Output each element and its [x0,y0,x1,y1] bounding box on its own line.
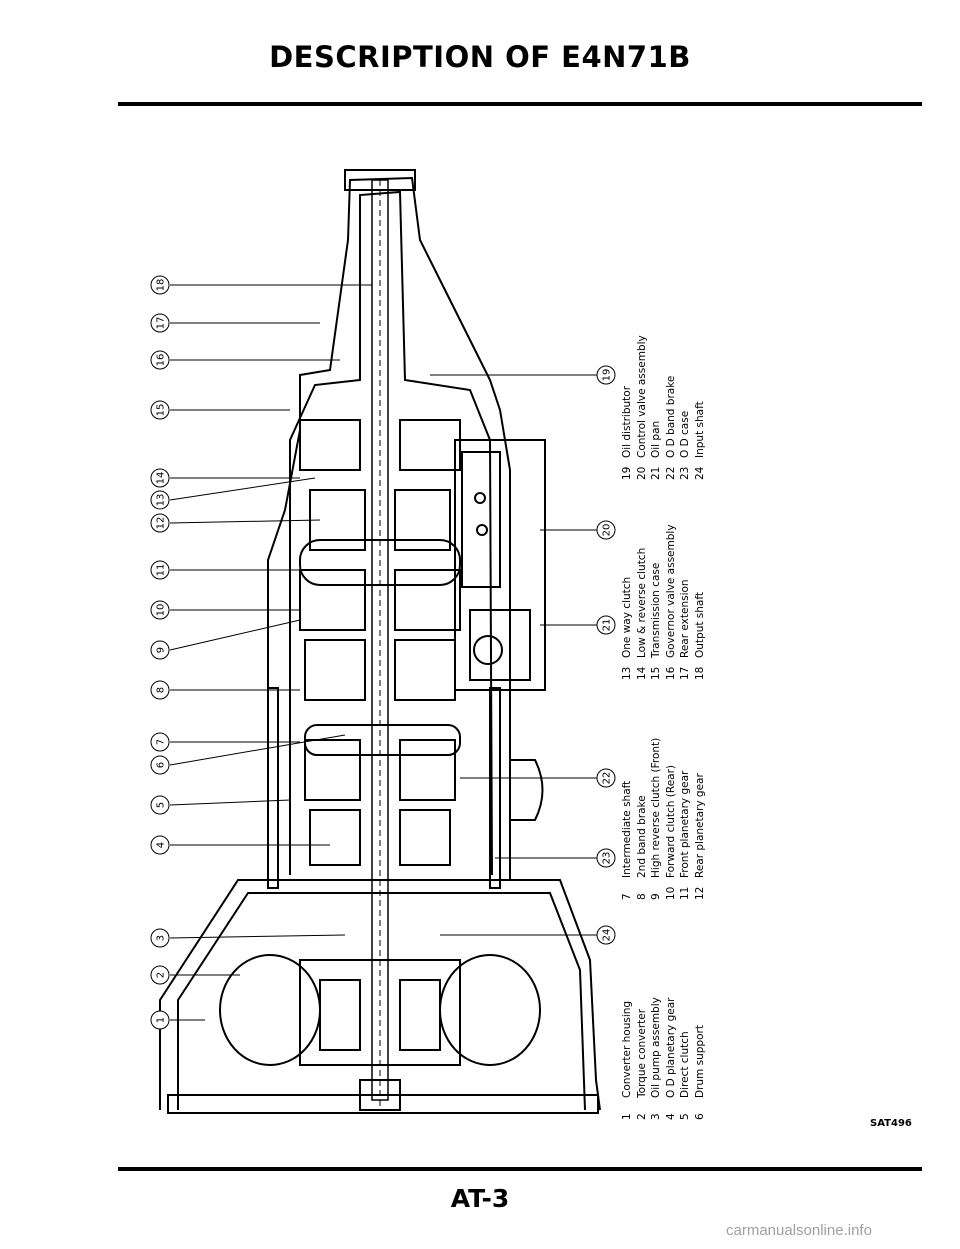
callout-12: 12 [156,517,167,530]
callout-7: 7 [156,739,167,745]
callout-21: 21 [602,619,613,632]
callout-20: 20 [602,524,613,537]
callout-24: 24 [602,929,613,942]
callout-circles-left [150,275,170,1030]
callout-23: 23 [602,852,613,865]
legend-item: 19Oil distributor [621,385,633,480]
callout-14: 14 [156,472,167,485]
legend-item: 23O D case [679,410,692,480]
legend-item: 15Transmission case [650,562,663,680]
callout-16: 16 [156,354,167,367]
header-rule [118,102,922,106]
legend-item: 12Rear planetary gear [693,773,706,900]
page-title: DESCRIPTION OF E4N71B [269,40,691,74]
callout-15: 15 [156,404,167,417]
converter-housing-outline [159,879,601,1111]
legend-item: 20Control valve assembly [635,335,648,480]
figure-code: SAT496 [870,1118,912,1129]
legend-column-3: 13One way clutch 14Low & reverse clutch … [620,524,708,680]
callout-circles-right [596,365,616,945]
legend-item: 13One way clutch [621,576,633,680]
callout-3: 3 [156,935,167,941]
callout-11: 11 [156,564,167,577]
callout-5: 5 [156,802,167,808]
torque-converter-right [439,954,541,1066]
legend-item: 9High reverse clutch (Front) [650,737,663,900]
footer-rule [118,1167,922,1171]
watermark-text: carmanualsonline.info [726,1222,872,1239]
callout-18: 18 [156,279,167,292]
callout-4: 4 [156,842,167,848]
callout-6: 6 [156,762,167,768]
callout-8: 8 [156,687,167,693]
legend-item: 17Rear extension [679,579,692,680]
callout-10: 10 [156,604,167,617]
legend-item: 16Governor valve assembly [664,524,677,680]
legend-column-1: 1Converter housing 2Torque converter 3Oi… [620,997,708,1120]
legend-item: 82nd band brake [635,795,648,900]
callout-2: 2 [156,972,167,978]
legend-item: 3Oil pump assembly [650,997,663,1120]
legend-item: 1Converter housing [621,1000,633,1120]
legend-item: 11Front planetary gear [679,770,692,900]
legend-item: 22O D band brake [664,375,677,480]
legend-item: 2Torque converter [635,1008,648,1120]
callout-1: 1 [156,1017,167,1023]
torque-converter-left [219,954,321,1066]
legend-item: 5Direct clutch [679,1031,692,1120]
legend-column-2: 7Intermediate shaft 82nd band brake 9Hig… [620,738,708,900]
callout-22: 22 [602,772,613,785]
page-number: AT-3 [450,1184,510,1213]
callout-13: 13 [156,494,167,507]
legend-item: 4O D planetary gear [664,997,677,1120]
callout-9: 9 [156,647,167,653]
legend-item: 10Forward clutch (Rear) [664,764,677,900]
legend-item: 21Oil pan [650,420,663,480]
callout-17: 17 [156,317,167,330]
legend-item: 6Drum support [693,1025,706,1120]
legend-column-4: 19Oil distributor 20Control valve assemb… [620,335,708,480]
transmission-case-outline [267,176,511,880]
legend-item: 24Input shaft [693,401,706,480]
legend-item: 7Intermediate shaft [621,780,633,900]
legend-item: 14Low & reverse clutch [635,547,648,680]
callout-19: 19 [602,369,613,382]
legend-item: 18Output shaft [693,592,706,680]
